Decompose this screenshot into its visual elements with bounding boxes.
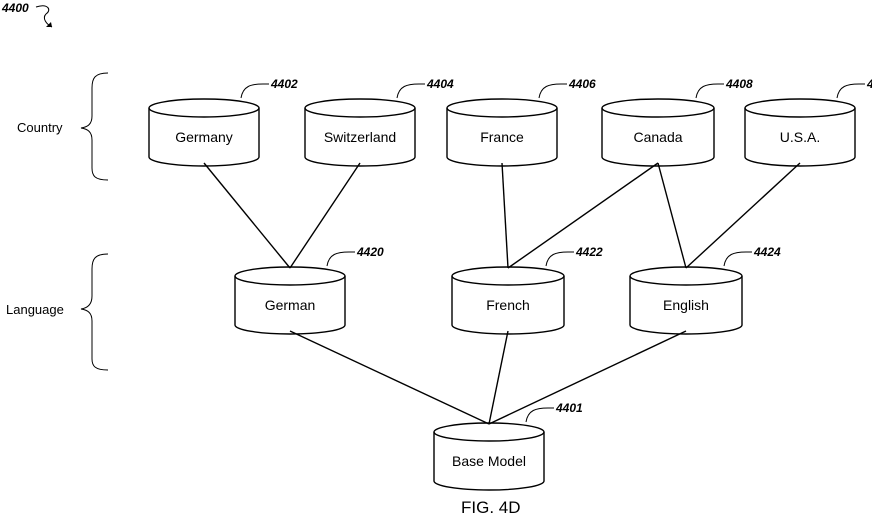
edge-french-to-base	[488, 330, 509, 425]
edge-canada-to-english	[657, 162, 687, 269]
cylinder-top	[148, 98, 260, 118]
reference-number: 4408	[725, 77, 753, 91]
cylinder-top	[304, 98, 416, 118]
reference-leader	[240, 83, 269, 99]
edge-france-to-french	[501, 162, 509, 269]
node-france: France 4406	[446, 77, 596, 167]
reference-leader	[538, 83, 567, 99]
cylinder-top	[744, 98, 856, 118]
edge-canada-to-french	[507, 162, 659, 269]
node-label: U.S.A.	[780, 129, 820, 145]
edge-german-to-base	[289, 330, 490, 425]
node-label: German	[265, 297, 316, 313]
figure-number-arrowhead	[46, 22, 52, 27]
node-label: French	[486, 297, 530, 313]
reference-leader	[545, 251, 574, 267]
language-bracket	[80, 253, 109, 371]
cylinder-top	[433, 422, 545, 442]
reference-leader	[695, 83, 724, 99]
node-english: English 4424	[629, 245, 781, 335]
nodes-layer: Germany4402Switzerland4404France4406Cana…	[148, 77, 872, 491]
reference-number: 4401	[555, 401, 583, 415]
cylinder-body	[744, 108, 856, 167]
reference-number: 4420	[356, 245, 384, 259]
language-group-label: Language	[6, 302, 64, 317]
figure-caption: FIG. 4D	[461, 498, 521, 517]
reference-number: 4422	[575, 245, 603, 259]
country-group-label: Country	[17, 120, 63, 135]
node-base: Base Model 4401	[433, 401, 583, 491]
cylinder-body	[433, 432, 545, 491]
reference-leader	[723, 251, 752, 267]
country-bracket	[80, 72, 109, 181]
node-label: Switzerland	[324, 129, 396, 145]
reference-number: 4402	[270, 77, 298, 91]
edge-germany-to-german	[203, 162, 291, 269]
figure-number-arrow	[35, 5, 53, 28]
reference-number: 4424	[753, 245, 781, 259]
edge-usa-to-english	[685, 162, 801, 269]
node-label: Base Model	[452, 453, 526, 469]
cylinder-top	[629, 266, 743, 286]
node-label: English	[663, 297, 709, 313]
cylinder-body	[451, 276, 565, 335]
reference-leader	[525, 407, 554, 423]
reference-leader	[326, 251, 355, 267]
node-germany: Germany 4402	[148, 77, 298, 167]
node-switzerland: Switzerland 4404	[304, 77, 454, 167]
figure-number: 4400	[1, 1, 29, 15]
node-label: Germany	[175, 129, 233, 145]
edge-english-to-base	[488, 330, 687, 425]
cylinder-top	[451, 266, 565, 286]
node-usa: U.S.A. 4410	[744, 77, 872, 167]
cylinder-body	[234, 276, 346, 335]
cylinder-top	[601, 98, 715, 118]
reference-leader	[836, 83, 865, 99]
cylinder-body	[304, 108, 416, 167]
node-french: French 4422	[451, 245, 603, 335]
edges-layer	[203, 162, 801, 425]
reference-number: 4410	[866, 77, 872, 91]
edge-switzerland-to-german	[289, 162, 361, 269]
reference-number: 4406	[568, 77, 596, 91]
cylinder-body	[601, 108, 715, 167]
node-label: Canada	[633, 129, 682, 145]
cylinder-body	[446, 108, 558, 167]
cylinder-top	[234, 266, 346, 286]
reference-number: 4404	[426, 77, 454, 91]
node-canada: Canada 4408	[601, 77, 753, 167]
node-german: German 4420	[234, 245, 384, 335]
cylinder-body	[148, 108, 260, 167]
reference-leader	[396, 83, 425, 99]
cylinder-body	[629, 276, 743, 335]
node-label: France	[480, 129, 524, 145]
cylinder-top	[446, 98, 558, 118]
